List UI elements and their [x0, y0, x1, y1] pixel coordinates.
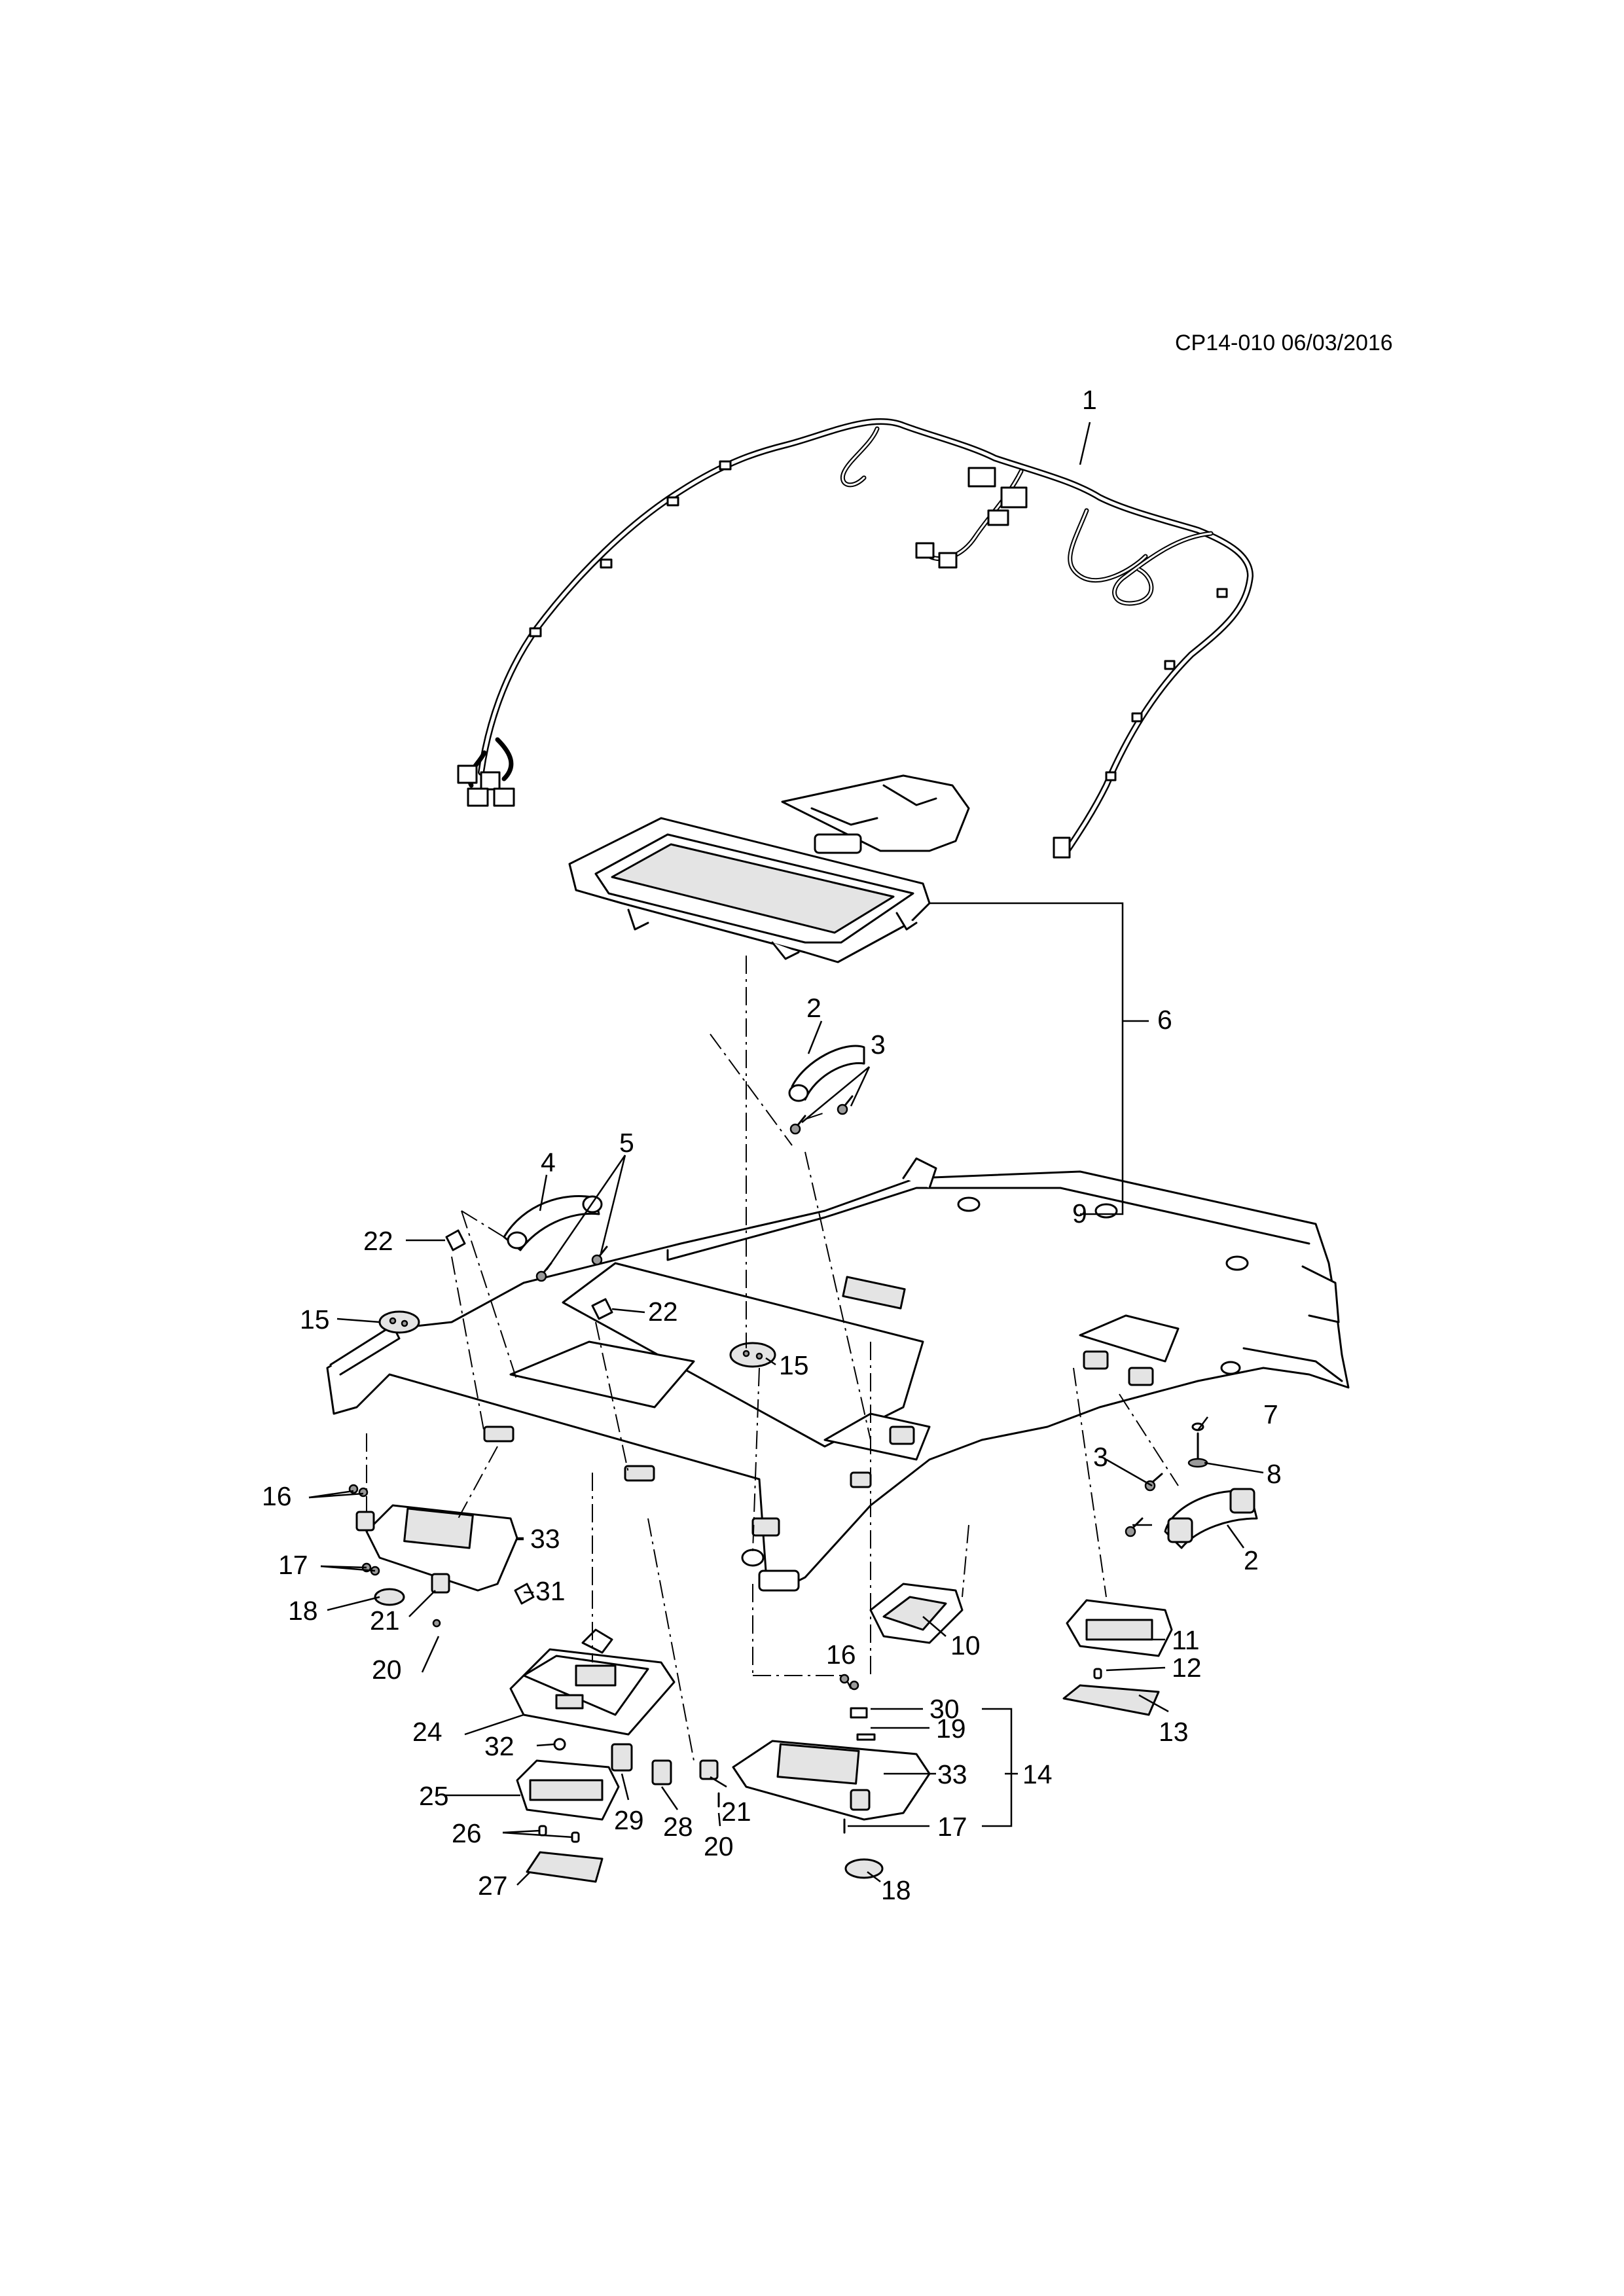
callout-9: 9: [1072, 1198, 1087, 1229]
callout-26: 26: [452, 1818, 482, 1848]
callout-8: 8: [1267, 1459, 1282, 1489]
bulbs-26: [538, 1825, 580, 1843]
callout-20-left: 20: [372, 1655, 402, 1685]
lens-27: [526, 1851, 604, 1883]
callout-11: 11: [1172, 1625, 1200, 1655]
grab-handle-4: [503, 1195, 603, 1251]
switch-29: [611, 1743, 633, 1772]
leader-lines: [308, 422, 1264, 1886]
callout-3-lower: 3: [1093, 1442, 1108, 1472]
lens-13: [1062, 1684, 1160, 1716]
lamp-housing-25: [516, 1759, 620, 1821]
callout-17-right: 17: [937, 1812, 967, 1842]
reading-lamp-11: [1066, 1599, 1173, 1657]
callout-33-right: 33: [937, 1759, 967, 1789]
assembly-lines: [366, 956, 1179, 1761]
clip-15-center: [729, 1342, 776, 1368]
callout-13: 13: [1159, 1717, 1189, 1747]
clip-15-left: [378, 1310, 420, 1334]
sunroof-frame-assembly: [568, 774, 970, 963]
screws-16-17-right: [717, 1674, 876, 1834]
callout-15-left: 15: [300, 1304, 330, 1335]
screw-3-upper: [789, 1095, 854, 1135]
clip-22-center: [591, 1298, 613, 1320]
callout-22-center: 22: [648, 1297, 678, 1327]
callout-22-left: 22: [363, 1226, 393, 1256]
grab-handle-rear: [1164, 1488, 1258, 1549]
visor-clip-21-right: [699, 1759, 719, 1780]
clip-31: [514, 1583, 535, 1605]
callout-29: 29: [614, 1805, 644, 1835]
clip-7-8: [1187, 1422, 1208, 1468]
callout-18-left: 18: [288, 1596, 318, 1626]
callout-25: 25: [419, 1781, 449, 1811]
document-code: CP14-010 06/03/2016: [1175, 331, 1393, 355]
screws-16-17-left: [348, 1484, 441, 1628]
callout-28: 28: [663, 1812, 693, 1842]
screw-3-lower: [1125, 1473, 1163, 1537]
visor-clip-21-left: [431, 1573, 450, 1594]
callout-labels: 1 2 3 4 5 6 9 22 15 22 15 7 3 8 2 16 33 …: [262, 385, 1282, 1905]
roof-wiring-harness: [457, 418, 1254, 859]
callout-2-lower: 2: [1244, 1545, 1259, 1575]
callout-16-right: 16: [826, 1640, 856, 1670]
callout-6: 6: [1157, 1005, 1172, 1035]
visor-clip-18-left: [374, 1588, 405, 1606]
callout-4: 4: [541, 1147, 556, 1177]
sun-visor-right: [732, 1740, 931, 1821]
clip-22-left: [445, 1229, 466, 1251]
callout-3-upper: 3: [871, 1030, 886, 1060]
callout-7: 7: [1263, 1399, 1278, 1429]
grab-handle-10: [869, 1583, 964, 1644]
callout-31: 31: [535, 1576, 566, 1606]
callout-19: 19: [936, 1713, 966, 1744]
callout-14: 14: [1022, 1759, 1053, 1789]
callout-21-left: 21: [370, 1605, 400, 1636]
callout-24: 24: [412, 1717, 442, 1747]
callout-32: 32: [484, 1731, 514, 1761]
callout-1: 1: [1082, 385, 1097, 415]
switch-28: [651, 1759, 672, 1785]
callout-10: 10: [950, 1630, 981, 1660]
callout-21-right: 21: [721, 1797, 751, 1827]
overhead-console-24: [509, 1628, 676, 1736]
callout-18-right: 18: [881, 1875, 911, 1905]
grab-handle-front: [788, 1045, 865, 1102]
callout-16-left: 16: [262, 1481, 292, 1511]
callout-2-upper: 2: [806, 993, 821, 1023]
callout-27: 27: [478, 1871, 508, 1901]
callout-15-center: 15: [779, 1350, 809, 1380]
callout-30: 30: [929, 1694, 960, 1724]
callout-33-left: 33: [530, 1524, 560, 1554]
sun-visor-left: [355, 1504, 518, 1592]
callout-17-left: 17: [278, 1550, 308, 1580]
callout-12: 12: [1172, 1653, 1202, 1683]
callout-5: 5: [619, 1128, 634, 1158]
clip-32: [553, 1738, 566, 1751]
visor-clip-18-right: [844, 1858, 884, 1879]
bulb-12: [1093, 1668, 1102, 1679]
callout-20-right: 20: [704, 1831, 734, 1861]
